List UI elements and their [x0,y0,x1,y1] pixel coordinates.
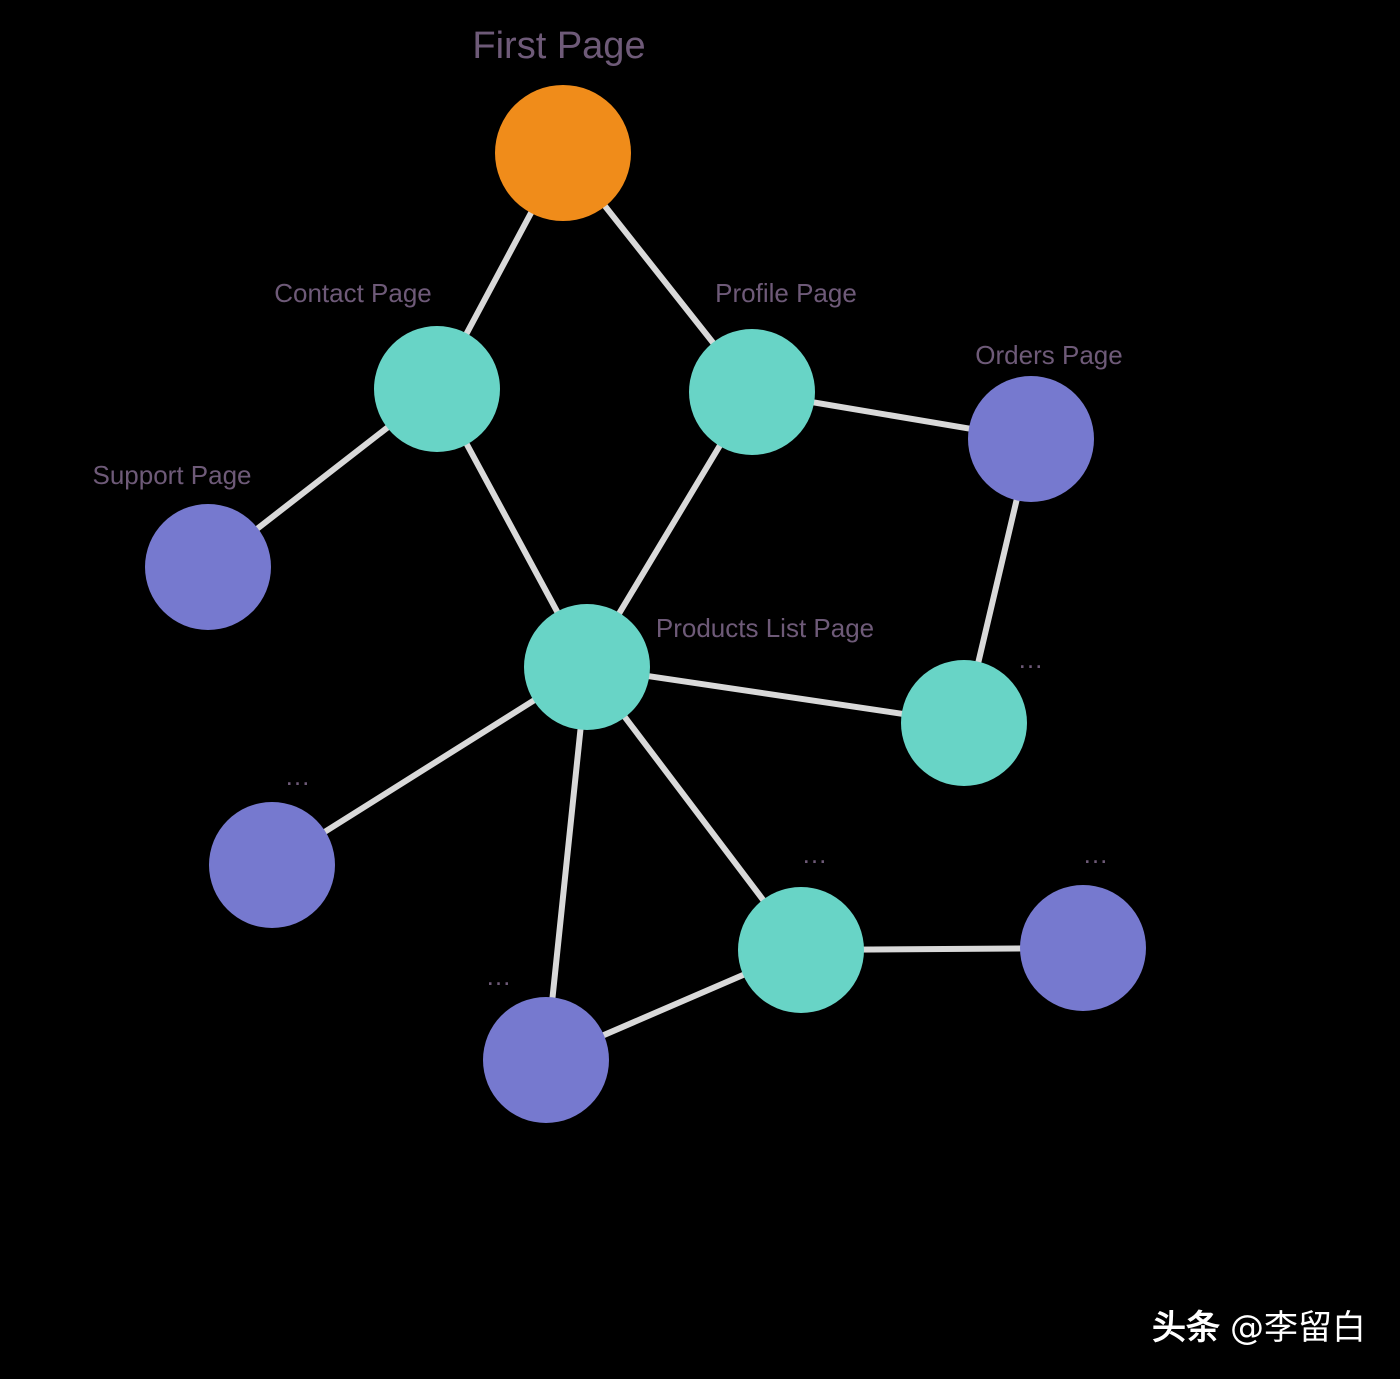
edge-products-to-bottom [543,664,590,1063]
edge-products-to-right-mid [584,664,967,726]
watermark: 头条@李留白 [1152,1300,1366,1349]
node-left-bottom [209,802,335,928]
watermark-brand: 头条 [1152,1308,1220,1348]
node-label-orders: Orders Page [975,340,1122,370]
node-bottom [483,997,609,1123]
node-first [495,85,631,221]
watermark-handle: @李留白 [1230,1308,1366,1348]
node-label-center-bottom: … [802,839,831,869]
node-label-bottom: … [486,961,515,991]
node-label-first: First Page [472,25,645,67]
node-label-right-bottom: … [1083,839,1112,869]
node-support [145,504,271,630]
node-label-left-bottom: … [285,761,314,791]
node-label-profile: Profile Page [715,278,857,308]
node-label-right-mid: … [1018,644,1047,674]
node-products [524,604,650,730]
node-label-products: Products List Page [656,613,874,643]
node-contact [374,326,500,452]
node-orders [968,376,1094,502]
node-profile [689,329,815,455]
nodes-layer [145,85,1146,1123]
node-center-bottom [738,887,864,1013]
node-label-support: Support Page [92,460,251,490]
node-label-contact: Contact Page [274,278,432,308]
node-right-bottom [1020,885,1146,1011]
node-right-mid [901,660,1027,786]
